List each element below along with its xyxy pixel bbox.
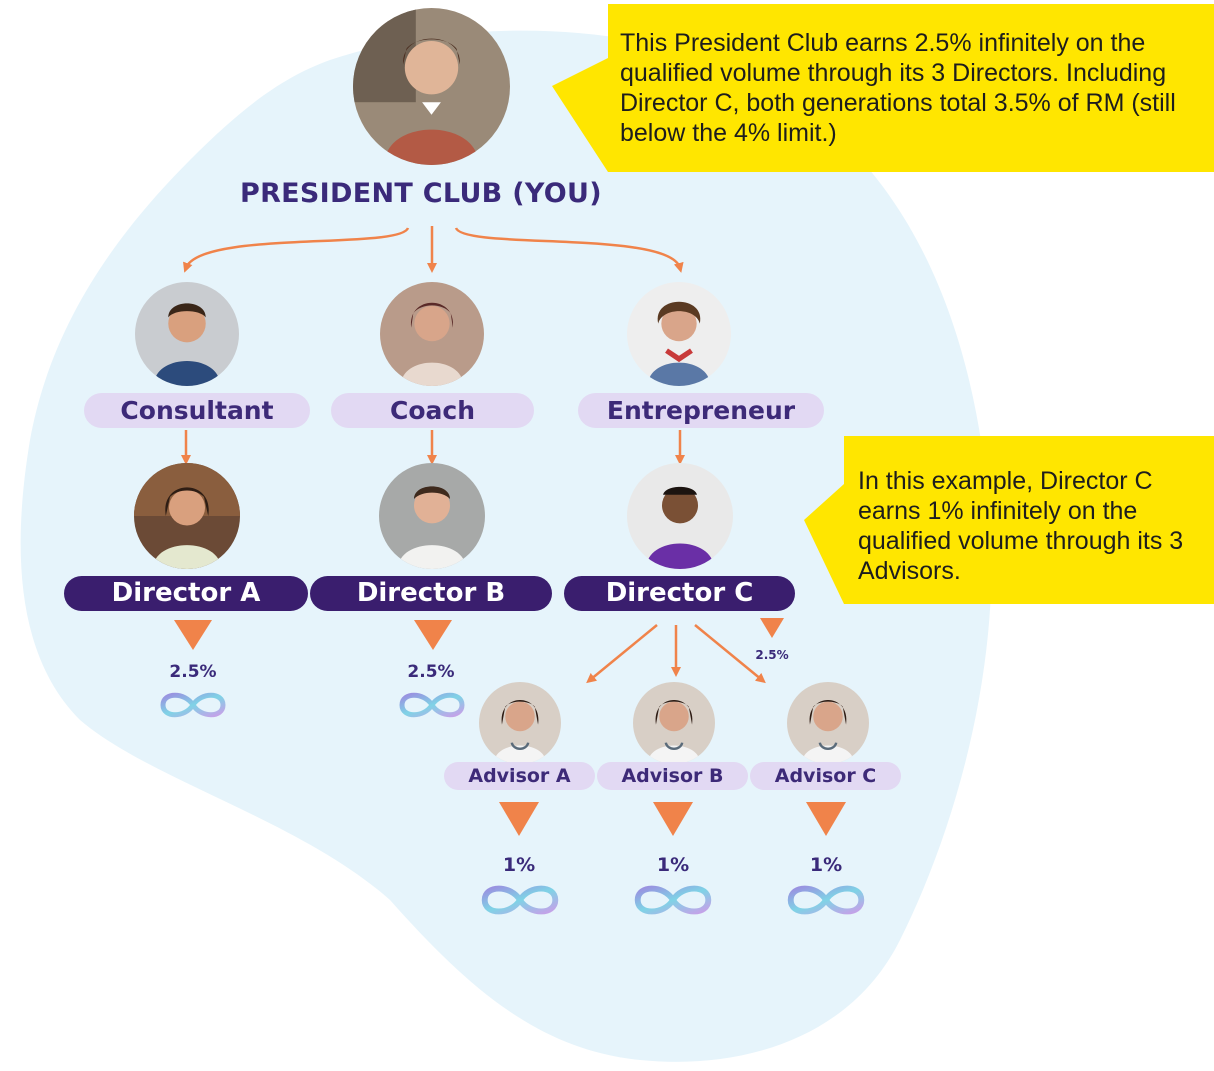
infinity-icon	[160, 692, 226, 718]
callout-top-text: This President Club earns 2.5% infinitel…	[620, 29, 1176, 147]
entrepreneur-avatar	[627, 282, 731, 386]
coach-avatar	[380, 282, 484, 386]
advisor-a-avatar	[479, 682, 561, 764]
infinity-icon	[787, 885, 865, 915]
director-a-rate: 2.5%	[169, 662, 217, 682]
role-entrepreneur: Entrepreneur	[578, 393, 824, 428]
president-title: PRESIDENT CLUB (YOU)	[240, 178, 602, 209]
advisor-b-label: Advisor B	[597, 762, 748, 790]
director-b-avatar	[379, 463, 485, 569]
director-c-label: Director C	[564, 576, 795, 611]
advisor-c-label: Advisor C	[750, 762, 901, 790]
advisor-c-avatar	[787, 682, 869, 764]
arrow-down-icon	[653, 802, 693, 836]
director-c-rate: 2.5%	[755, 648, 789, 662]
arrow-down-icon	[806, 802, 846, 836]
arrow-down-icon	[174, 620, 212, 650]
arrow-to-advisor-c	[694, 624, 766, 684]
arrow-down-icon	[499, 802, 539, 836]
callout-mid-text: In this example, Director C earns 1% inf…	[858, 467, 1184, 585]
arrow-to-entrepreneur	[454, 227, 684, 273]
director-a-label: Director A	[64, 576, 308, 611]
advisor-c-rate: 1%	[809, 854, 843, 876]
role-coach: Coach	[331, 393, 534, 428]
advisor-b-avatar	[633, 682, 715, 764]
role-consultant: Consultant	[84, 393, 310, 428]
infinity-icon	[481, 885, 559, 915]
callout-top-shape	[552, 4, 1214, 172]
arrow-down-icon	[414, 620, 452, 650]
infinity-icon	[399, 692, 465, 718]
consultant-avatar	[135, 282, 239, 386]
advisor-a-rate: 1%	[502, 854, 536, 876]
director-c-avatar	[627, 463, 733, 569]
president-avatar	[353, 8, 510, 165]
infinity-icon	[634, 885, 712, 915]
arrow-to-advisor-a	[586, 624, 658, 684]
arrow-down-icon	[760, 618, 784, 638]
director-b-rate: 2.5%	[407, 662, 455, 682]
director-a-avatar	[134, 463, 240, 569]
advisor-b-rate: 1%	[656, 854, 690, 876]
advisor-a-label: Advisor A	[444, 762, 595, 790]
callout-mid-shape	[804, 436, 1214, 604]
arrow-to-consultant	[183, 227, 410, 273]
director-b-label: Director B	[310, 576, 552, 611]
